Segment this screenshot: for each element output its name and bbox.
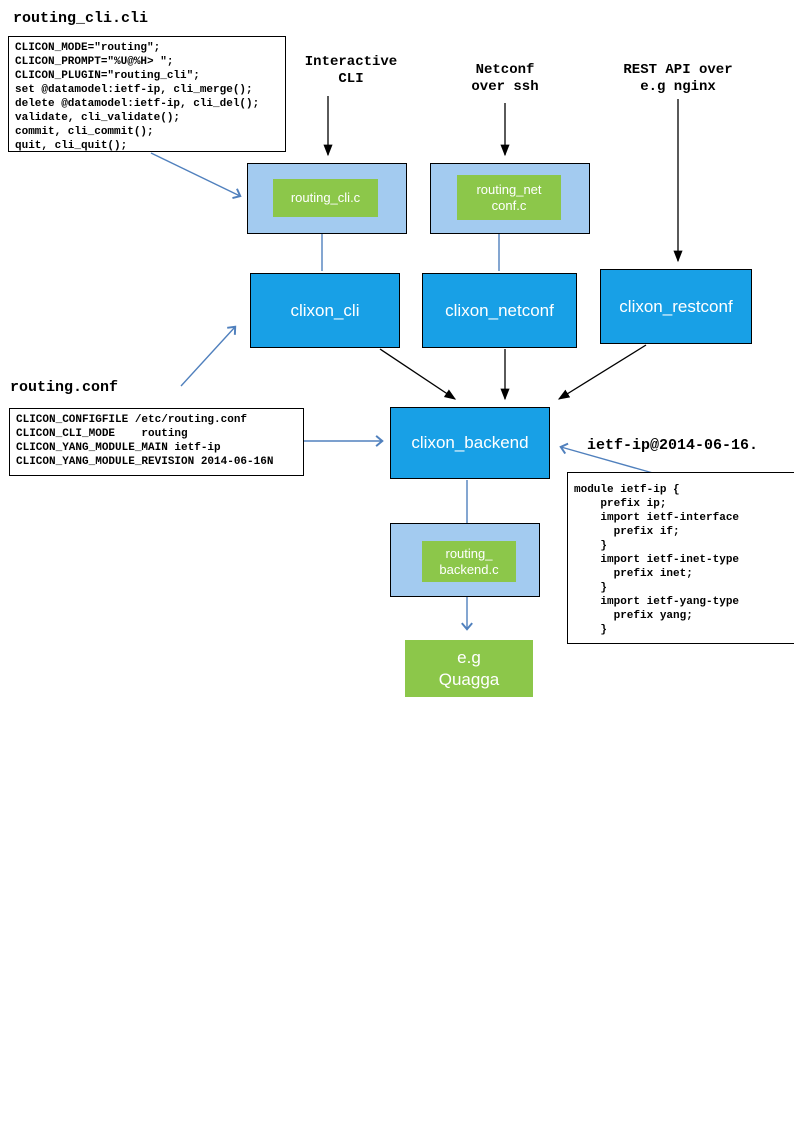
- arrow-clispec-to-routing-cli-c: [150, 152, 242, 200]
- plugin-routing-backend-c: routing_ backend.c: [422, 541, 516, 582]
- arrow-restconf-to-backend: [557, 344, 647, 400]
- annotation-netconf-over-ssh: Netconf over ssh: [471, 62, 539, 95]
- annotation-rest-api: REST API over e.g nginx: [623, 62, 733, 95]
- arrow-conf-to-cli: [180, 325, 237, 387]
- file-label-ietf-yang: ietf-ip@2014-06-16.: [587, 437, 759, 454]
- node-clixon-backend: clixon_backend: [390, 407, 550, 479]
- node-clixon-restconf: clixon_restconf: [600, 269, 752, 344]
- node-quagga: e.g Quagga: [405, 640, 533, 697]
- file-label-routing-cli: routing_cli.cli: [13, 10, 149, 27]
- plugin-routing-netconf-c: routing_net conf.c: [457, 175, 561, 220]
- code-box-routing-cli: CLICON_MODE="routing"; CLICON_PROMPT="%U…: [8, 36, 286, 152]
- file-label-routing-conf: routing.conf: [10, 379, 119, 396]
- code-box-ietf-module: module ietf-ip { prefix ip; import ietf-…: [567, 472, 794, 644]
- annotation-interactive-cli: Interactive CLI: [304, 54, 398, 87]
- container-routing-netconf-c: routing_net conf.c: [430, 163, 590, 234]
- node-clixon-cli: clixon_cli: [250, 273, 400, 348]
- plugin-routing-cli-c: routing_cli.c: [273, 179, 378, 217]
- code-box-routing-conf: CLICON_CONFIGFILE /etc/routing.conf CLIC…: [9, 408, 304, 476]
- node-clixon-netconf: clixon_netconf: [422, 273, 577, 348]
- container-routing-backend-c: routing_ backend.c: [390, 523, 540, 597]
- container-routing-cli-c: routing_cli.c: [247, 163, 407, 234]
- arrow-cli-to-backend: [379, 348, 457, 400]
